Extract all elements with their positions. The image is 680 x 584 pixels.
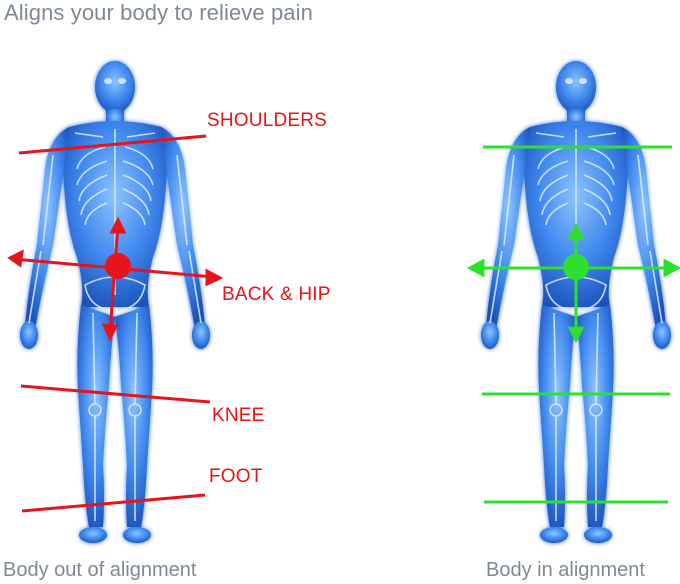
spine-line xyxy=(108,223,120,334)
hip-center-marker-aligned xyxy=(563,254,589,280)
shoulders-line xyxy=(18,134,207,155)
label-knee: KNEE xyxy=(212,405,265,426)
misalignment-lines xyxy=(7,134,224,513)
page-title: Aligns your body to relieve pain xyxy=(4,0,313,25)
figure-out-of-alignment xyxy=(19,60,211,544)
label-back-hip: BACK & HIP xyxy=(222,284,331,305)
foot-line xyxy=(21,493,206,513)
label-foot: FOOT xyxy=(209,466,263,487)
knee-line xyxy=(20,384,211,404)
label-shoulders: SHOULDERS xyxy=(207,110,328,131)
hip-center-marker xyxy=(105,253,131,279)
caption-out-of-alignment: Body out of alignment xyxy=(3,559,197,581)
alignment-lines xyxy=(466,145,680,504)
caption-in-alignment: Body in alignment xyxy=(486,559,645,581)
